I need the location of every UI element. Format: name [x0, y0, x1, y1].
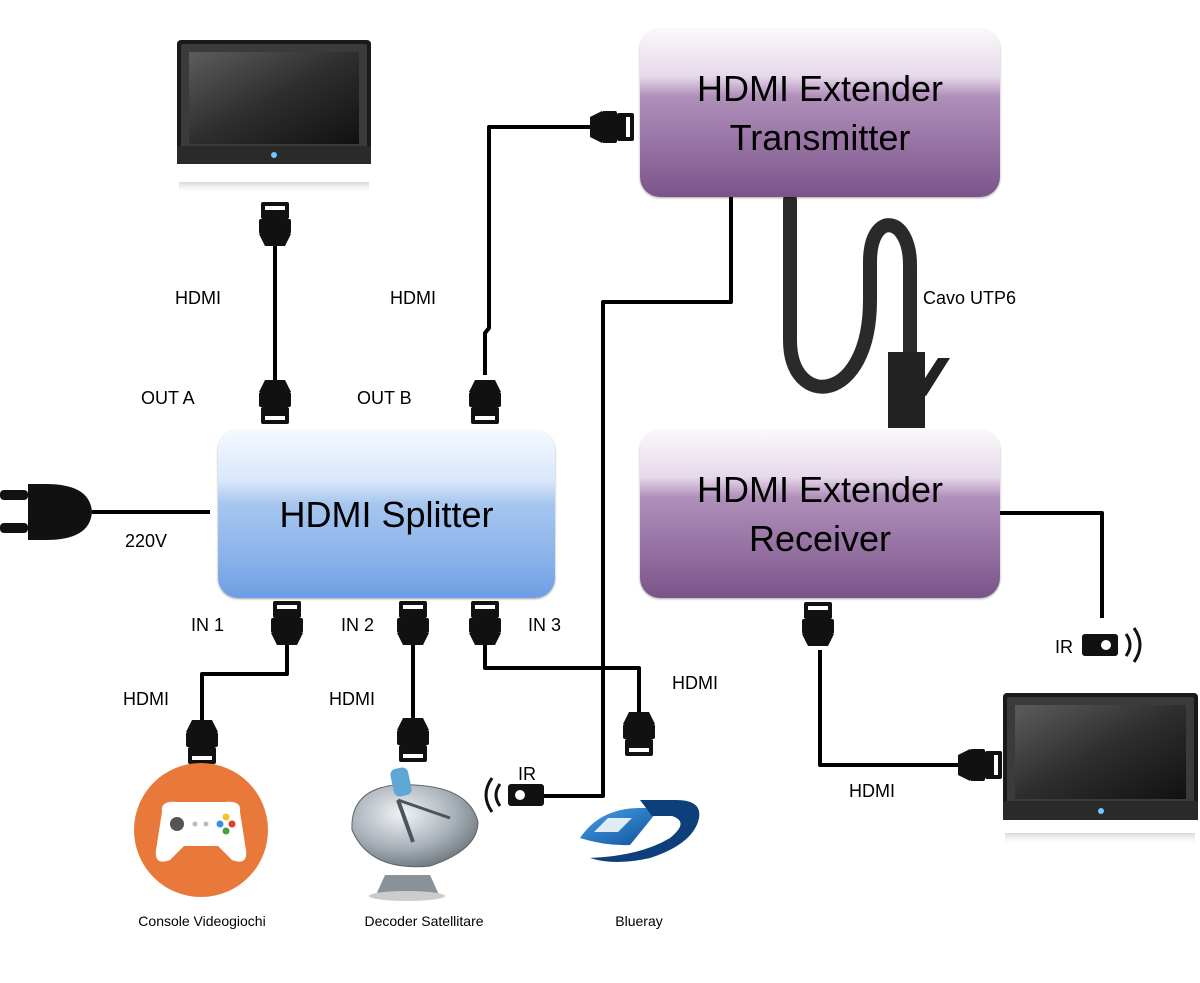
hdmi-extender-receiver: HDMI Extender Receiver [640, 430, 1000, 598]
label-power: 220V [125, 531, 168, 551]
device-caption-decoder: Decoder Satellitare [364, 913, 484, 929]
label-hdmi: HDMI [390, 288, 436, 308]
label-hdmi: HDMI [672, 673, 718, 693]
cable-out-b [483, 125, 595, 375]
splitter-title: HDMI Splitter [279, 493, 494, 535]
hdmi-connector-icon [623, 712, 655, 756]
cable-ir-transmitter [542, 196, 733, 798]
label-in-1: IN 1 [191, 615, 225, 635]
label-cable: Cavo UTP6 [923, 288, 1017, 308]
hdmi-connector-icon [802, 602, 834, 646]
cable-receiver-tv [818, 650, 960, 767]
label-out-b: OUT B [357, 388, 412, 408]
power-plug-icon [0, 484, 92, 540]
utp-cable-icon [783, 193, 917, 394]
hdmi-connector-icon [271, 601, 303, 645]
label-in-3: IN 3 [528, 615, 562, 635]
gamepad-icon [134, 763, 268, 897]
hdmi-splitter: HDMI Splitter [218, 430, 555, 598]
label-hdmi: HDMI [123, 689, 169, 709]
hdmi-connector-icon [397, 718, 429, 762]
transmitter-title-line-1: HDMI Extender [696, 68, 944, 109]
ir-sensor-icon [484, 777, 544, 813]
cable-in-1 [200, 645, 289, 720]
hdmi-connector-icon [186, 720, 218, 764]
tv-icon [177, 40, 371, 194]
label-hdmi: HDMI [329, 689, 375, 709]
ir-sensor-icon [1082, 627, 1142, 663]
receiver-title-line-2: Receiver [748, 518, 892, 559]
device-caption-bluray: Blueray [615, 913, 663, 929]
label-hdmi: HDMI [175, 288, 221, 308]
receiver-title-line-1: HDMI Extender [696, 469, 944, 510]
hdmi-connector-icon [958, 749, 1002, 781]
cable-ir-receiver [1000, 511, 1104, 618]
label-in-2: IN 2 [341, 615, 375, 635]
hdmi-connector-icon [469, 601, 501, 645]
hdmi-extender-transmitter: HDMI Extender Transmitter [640, 29, 1000, 197]
transmitter-title-line-2: Transmitter [729, 117, 911, 158]
label-ir: IR [1055, 637, 1073, 657]
hdmi-connector-icon [259, 202, 291, 246]
cable-in-3 [483, 645, 641, 712]
label-out-a: OUT A [141, 388, 195, 408]
hdmi-connector-icon [469, 380, 501, 424]
label-ir: IR [518, 764, 536, 784]
device-caption-console: Console Videogiochi [138, 913, 266, 929]
satellite-dish-icon [351, 767, 479, 901]
hdmi-connector-icon [397, 601, 429, 645]
hdmi-connector-icon [590, 111, 634, 143]
hdmi-connector-icon [259, 380, 291, 424]
bluray-logo-icon [580, 800, 700, 862]
tv-icon [1003, 693, 1198, 845]
label-hdmi: HDMI [849, 781, 895, 801]
